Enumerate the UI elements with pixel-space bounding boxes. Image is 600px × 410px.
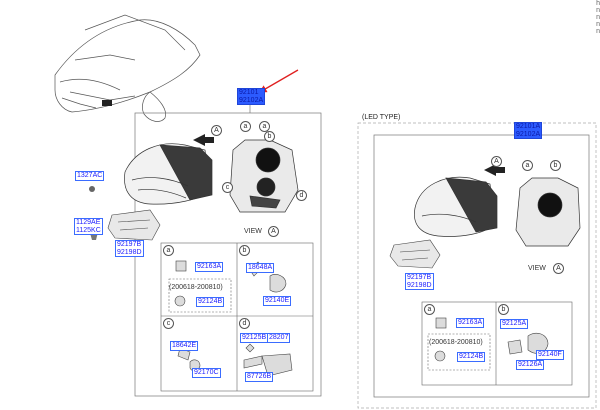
part-label-92197b-92198d[interactable]: 92197B 92198D: [405, 273, 434, 290]
part-label-87726b[interactable]: 87726B: [245, 372, 274, 382]
corner-mark: n: [596, 28, 600, 35]
view-letter: A: [553, 263, 564, 274]
view-label: VIEW: [244, 228, 262, 235]
view-point-c: c: [222, 182, 233, 193]
callout-bottom: 92102A: [239, 96, 264, 104]
part-label-1327ac[interactable]: 1327AC: [75, 171, 105, 181]
view-arrow-letter: A: [211, 125, 222, 136]
date-range: (200618-200810): [429, 339, 483, 346]
corner-mark: n: [596, 7, 600, 14]
part-label-92125b[interactable]: 92125B: [240, 333, 269, 343]
view-point-d: d: [296, 190, 307, 201]
part-label-18642e[interactable]: 18642E: [170, 341, 199, 351]
view-point-a: a: [259, 121, 270, 132]
highlighted-headlamp-area: [102, 100, 112, 106]
pointer-arrow: [258, 69, 299, 93]
main-rear-housing: [229, 139, 299, 213]
callout-bottom: 92102A: [516, 130, 541, 138]
main-detail-table: [160, 242, 314, 392]
part-label-92163a[interactable]: 92163A: [195, 262, 224, 272]
corner-mark: h: [596, 0, 600, 7]
corner-mark: n: [596, 21, 600, 28]
view-point-a: a: [240, 121, 251, 132]
detail-c-letter: c: [163, 318, 174, 329]
view-arrow-letter: A: [491, 156, 502, 167]
main-callout[interactable]: 92101 92102A: [237, 88, 266, 105]
detail-a-letter: a: [163, 245, 174, 256]
corner-mark: n: [596, 14, 600, 21]
main-detail-parts: [174, 260, 293, 377]
part-label-92140f[interactable]: 92140F: [536, 350, 564, 360]
part-label-92140e[interactable]: 92140E: [263, 296, 292, 306]
view-point-b: b: [264, 131, 275, 142]
part-code: 92198D: [407, 281, 432, 289]
led-group-border: [357, 122, 597, 409]
detail-d-letter: d: [239, 318, 250, 329]
led-detail-table: [421, 301, 573, 386]
led-rear-housing: [515, 177, 581, 247]
car-illustration: [54, 14, 201, 122]
led-bracket: [389, 239, 441, 269]
view-point-a: a: [522, 160, 533, 171]
part-label-92163a[interactable]: 92163A: [456, 318, 485, 328]
led-detail-parts: [434, 317, 549, 362]
part-code: 92197B: [407, 274, 432, 281]
part-label-1129ae-1125kc[interactable]: 1129AE 1125KC: [74, 218, 103, 235]
view-arrow-led: [484, 164, 505, 176]
part-label-28207[interactable]: 28207: [267, 333, 291, 343]
main-headlamp-drawing: [124, 143, 213, 205]
part-code: 92197B: [117, 241, 142, 248]
part-label-92126a[interactable]: 92126A: [516, 360, 545, 370]
part-label-92124b[interactable]: 92124B: [457, 352, 486, 362]
part-label-18648a[interactable]: 18648A: [246, 263, 275, 273]
part-code: 92198D: [117, 248, 142, 256]
detail-a-letter: a: [424, 304, 435, 315]
callout-top: 92101A: [516, 123, 541, 130]
corner-marks: h n n n n: [596, 0, 600, 35]
part-label-92125a[interactable]: 92125A: [500, 319, 529, 329]
main-bracket: [107, 209, 161, 241]
bolt-1327ac: [89, 186, 95, 192]
view-letter: A: [268, 226, 279, 237]
view-arrow-main: [193, 134, 214, 146]
part-label-92197b-92198d[interactable]: 92197B 92198D: [115, 240, 144, 257]
led-group-frame: [373, 134, 590, 398]
detail-b-letter: b: [498, 304, 509, 315]
led-group-title: (LED TYPE): [362, 114, 401, 121]
view-point-b: b: [550, 160, 561, 171]
part-label-92124b[interactable]: 92124B: [196, 297, 225, 307]
date-range: (200618-200810): [169, 284, 223, 291]
part-code: 1129AE: [76, 219, 101, 226]
part-code: 1125KC: [76, 226, 101, 234]
detail-b-letter: b: [239, 245, 250, 256]
view-label: VIEW: [528, 265, 546, 272]
callout-top: 92101: [239, 89, 259, 96]
led-headlamp-drawing: [414, 176, 498, 237]
led-callout[interactable]: 92101A 92102A: [514, 122, 543, 139]
part-label-92170c[interactable]: 92170C: [192, 368, 221, 378]
